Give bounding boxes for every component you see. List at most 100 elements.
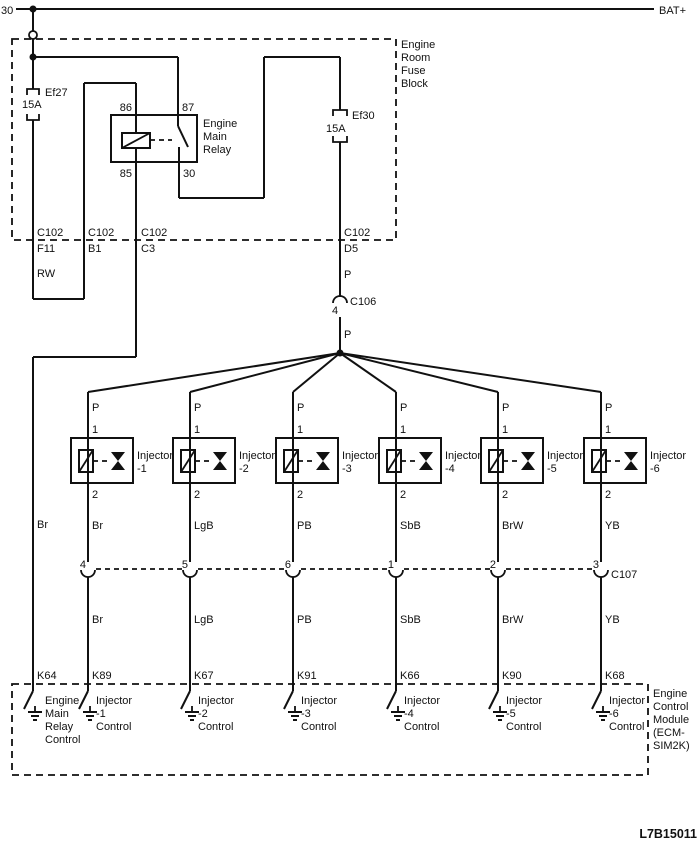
injector-number: -3 xyxy=(342,463,352,475)
ecm-control-label: Injector xyxy=(609,695,645,707)
c102-label: C102 xyxy=(141,227,167,239)
fuse-bottom-bracket-icon xyxy=(26,114,40,121)
battery-rail: 30 BAT+ xyxy=(1,5,686,89)
ecm-control-label: -4 xyxy=(404,708,414,720)
ecm-name: Module xyxy=(653,714,689,726)
fanout-wire-6 xyxy=(339,352,602,393)
c107-connector-arc-icon xyxy=(80,569,96,578)
wire-color-upper: SbB xyxy=(400,520,421,532)
wire-color-label: Br xyxy=(37,519,48,531)
diagram-id: L7B15011 xyxy=(639,827,697,841)
ecm-control-label: Control xyxy=(96,721,131,733)
relay-name: Relay xyxy=(203,144,232,156)
injector-number: -5 xyxy=(547,463,557,475)
c107-pin: 3 xyxy=(593,559,599,571)
fanout-wire-3 xyxy=(292,352,341,393)
injector-outline xyxy=(275,437,339,484)
c107-pin: 2 xyxy=(490,559,496,571)
ecm-driver-switch-icon xyxy=(283,690,294,710)
injector-outline xyxy=(70,437,134,484)
relay-name: Main xyxy=(203,131,227,143)
c107-connector-arc-icon xyxy=(593,569,609,578)
wire-color-lower: PB xyxy=(297,614,312,626)
injector-valve-icon xyxy=(316,452,330,470)
ecm-pin-label: K67 xyxy=(194,670,214,682)
c102-pin-d5: D5 xyxy=(344,243,358,255)
c106-pin: 4 xyxy=(332,305,338,317)
ecm-driver-switch-icon xyxy=(78,690,89,710)
ecm-name: Engine xyxy=(653,688,687,700)
ecm-driver-switch-icon xyxy=(591,690,602,710)
wire-color-p: P xyxy=(605,402,612,414)
wire-color-p: P xyxy=(297,402,304,414)
wire-color-upper: BrW xyxy=(502,520,524,532)
c106-name: C106 xyxy=(350,296,376,308)
injector-branch-6: P 1 Injector -6 2 YB 3 YB K68 Injector -… xyxy=(583,392,686,733)
wire-color-upper: Br xyxy=(92,520,103,532)
wire-color-p: P xyxy=(344,329,351,341)
wire-color-lower: SbB xyxy=(400,614,421,626)
c107-pin: 5 xyxy=(182,559,188,571)
injector-label: Injector xyxy=(650,450,686,462)
fuse-block-label: Block xyxy=(401,78,428,90)
fuse-ef27-rating: 15A xyxy=(22,99,42,111)
fanout-wire-4 xyxy=(339,352,397,393)
ecm-control-label: Control xyxy=(45,734,80,746)
injector-valve-icon xyxy=(521,452,535,470)
injector-supply: P 4 C106 P xyxy=(87,240,602,393)
injector-valve-icon xyxy=(213,452,227,470)
injector-label: Injector xyxy=(445,450,481,462)
wire-color-p: P xyxy=(344,269,351,281)
injector-outline xyxy=(583,437,647,484)
c107-connector-arc-icon xyxy=(388,569,404,578)
ecm-driver-switch-icon xyxy=(180,690,191,710)
ecm-name: Control xyxy=(653,701,688,713)
ecm-control-label: Engine xyxy=(45,695,79,707)
injector-pin1: 1 xyxy=(297,424,303,436)
connector-c102-row: C102 F11 C102 B1 C102 C3 C102 D5 xyxy=(37,227,370,255)
fuse-block-label: Room xyxy=(401,52,430,64)
ecm-control-label: Main xyxy=(45,708,69,720)
ecm-control-label: Control xyxy=(404,721,439,733)
wire-color-p: P xyxy=(502,402,509,414)
injector-coil-diagonal xyxy=(386,449,402,473)
c106-connector-arc-icon xyxy=(332,295,348,304)
fuse-ef30-rating: 15A xyxy=(326,123,346,135)
relay-pin30-label: 30 xyxy=(183,168,195,180)
wire-color-lower: Br xyxy=(92,614,103,626)
injector-number: -4 xyxy=(445,463,455,475)
c107-connector-arc-icon xyxy=(182,569,198,578)
bat-plus-label: BAT+ xyxy=(659,5,686,17)
ecm-pin-label: K91 xyxy=(297,670,317,682)
c107-name: C107 xyxy=(611,569,637,581)
relay-switch-blade-icon xyxy=(177,125,189,148)
injector-pin1: 1 xyxy=(194,424,200,436)
ecm-control-label: Control xyxy=(506,721,541,733)
ecm-driver-switch-icon xyxy=(386,690,397,710)
fuse-block-label: Engine xyxy=(401,39,435,51)
injector-outline xyxy=(378,437,442,484)
injector-pin2: 2 xyxy=(400,489,406,501)
injector-branch-4: P 1 Injector -4 2 SbB 1 SbB K66 Injector… xyxy=(378,392,481,733)
fuse-top-bracket-icon xyxy=(332,109,348,116)
c107-pin: 1 xyxy=(388,559,394,571)
injector-outline xyxy=(172,437,236,484)
injector-branch-5: P 1 Injector -5 2 BrW 2 BrW K90 Injector… xyxy=(480,392,583,733)
c107-connector-arc-icon xyxy=(490,569,506,578)
ecm-control-label: Injector xyxy=(301,695,337,707)
c107-pin: 4 xyxy=(80,559,86,571)
fuse-bottom-bracket-icon xyxy=(332,136,348,143)
wire-color-p: P xyxy=(400,402,407,414)
injector-coil-diagonal xyxy=(78,449,94,473)
injector-number: -6 xyxy=(650,463,660,475)
wire-color-upper: PB xyxy=(297,520,312,532)
fuse-ef27-name: Ef27 xyxy=(45,87,68,99)
relay-outline xyxy=(110,114,198,163)
injector-label: Injector xyxy=(239,450,275,462)
ecm-control-label: Injector xyxy=(506,695,542,707)
ecm-driver-switch-icon xyxy=(23,690,34,710)
injector-label: Injector xyxy=(137,450,173,462)
c102-pin-f11: F11 xyxy=(37,243,55,255)
